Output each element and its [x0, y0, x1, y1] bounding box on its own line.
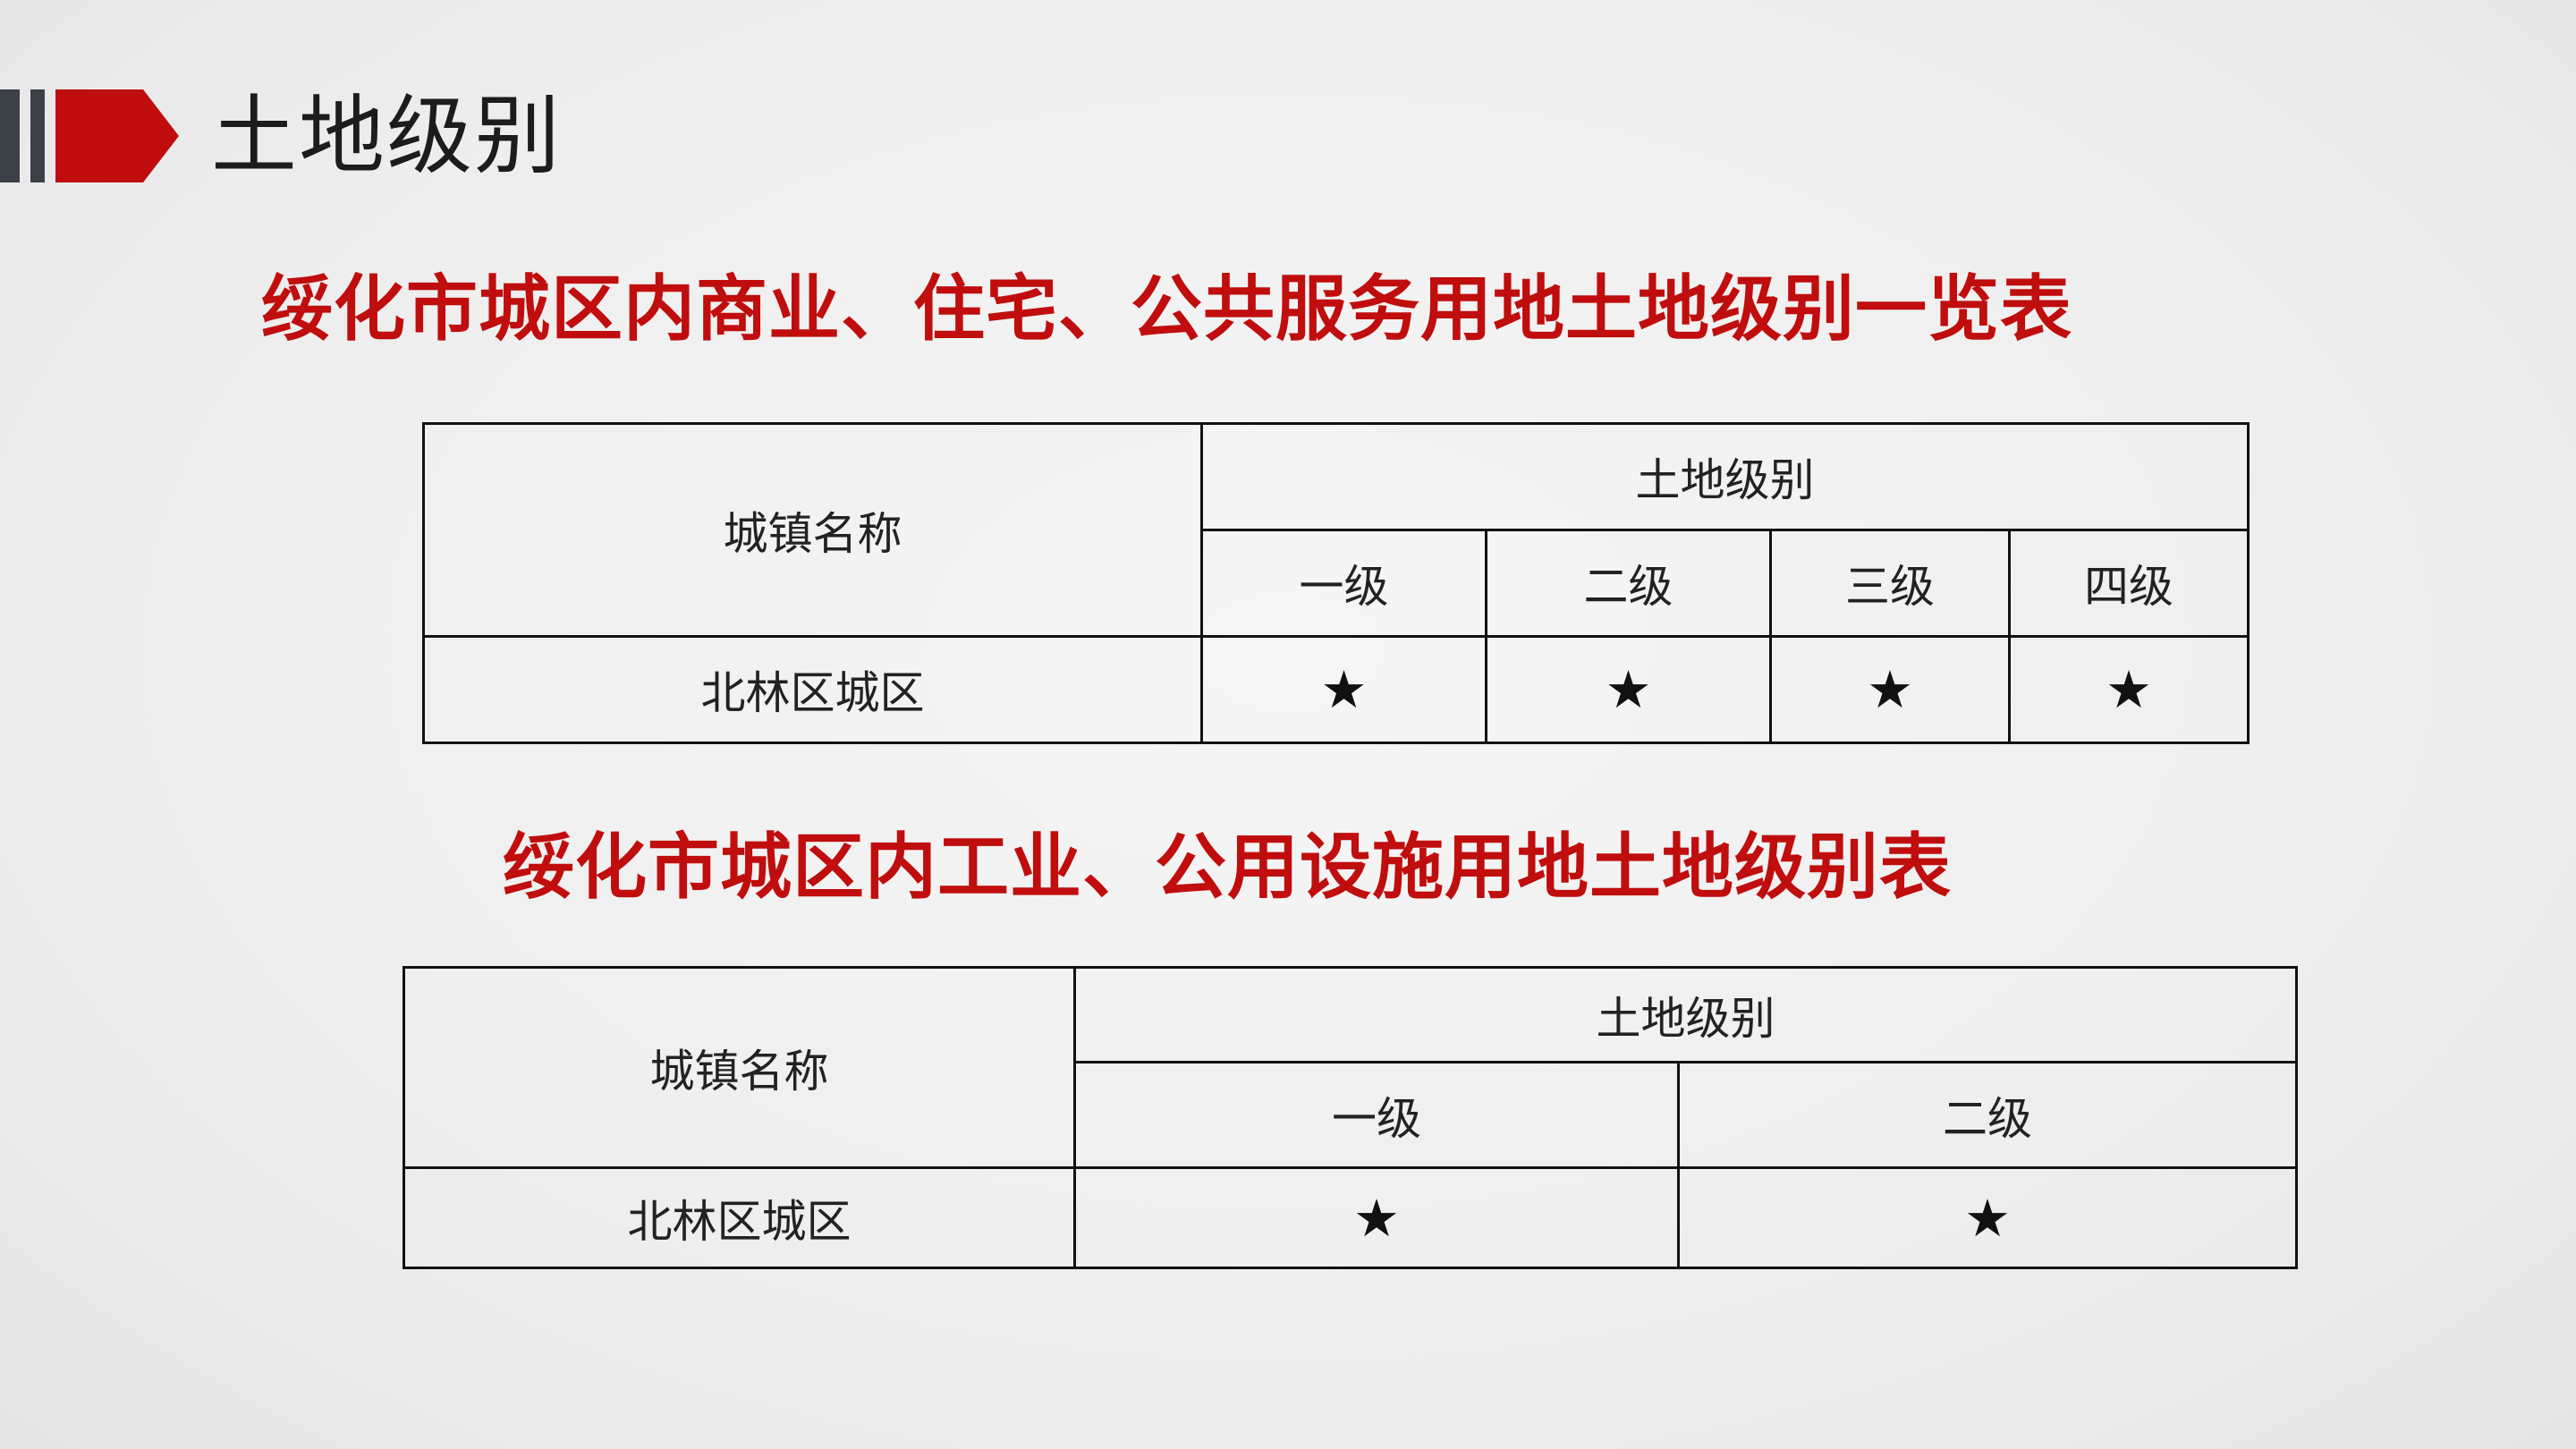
grade-2-header: 二级	[1677, 1061, 2298, 1169]
star-icon: ★	[1485, 635, 1772, 744]
table-row: 北林区城区 ★ ★ ★ ★	[422, 635, 2250, 744]
star-icon: ★	[1073, 1166, 1680, 1269]
section2-title: 绥化市城区内工业、公用设施用地土地级别表	[503, 826, 1952, 909]
town-name-cell: 北林区城区	[422, 635, 1203, 744]
town-name-header: 城镇名称	[422, 422, 1203, 638]
star-icon: ★	[1200, 635, 1487, 744]
land-grade-header: 土地级别	[1073, 966, 2298, 1063]
commercial-grade-table: 城镇名称 土地级别 一级 二级 三级 四级 北林区城区 ★ ★ ★ ★	[422, 422, 2250, 744]
arrow-banner-icon	[0, 89, 179, 182]
town-name-cell: 北林区城区	[402, 1166, 1076, 1269]
star-icon: ★	[2008, 635, 2250, 744]
star-icon: ★	[1769, 635, 2011, 744]
grade-3-header: 三级	[1769, 529, 2011, 638]
grade-2-header: 二级	[1485, 529, 1772, 638]
star-icon: ★	[1677, 1166, 2298, 1269]
land-grade-header: 土地级别	[1200, 422, 2250, 531]
page-title: 土地级别	[211, 86, 562, 186]
grade-1-header: 一级	[1073, 1061, 1680, 1169]
section1-title: 绥化市城区内商业、住宅、公共服务用地土地级别一览表	[261, 267, 2072, 351]
grade-1-header: 一级	[1200, 529, 1487, 638]
industrial-grade-table: 城镇名称 土地级别 一级 二级 北林区城区 ★ ★	[402, 966, 2298, 1269]
grade-4-header: 四级	[2008, 529, 2250, 638]
town-name-header: 城镇名称	[402, 966, 1076, 1169]
table-row: 北林区城区 ★ ★	[402, 1166, 2298, 1269]
